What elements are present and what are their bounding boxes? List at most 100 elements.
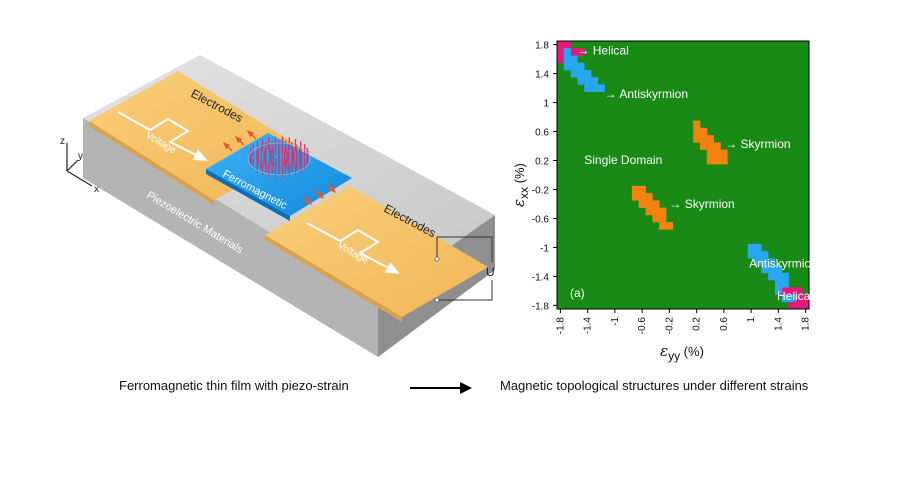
phase-cell-antiskyrmion <box>781 272 789 281</box>
phase-cell-antiskyrmion <box>774 280 783 288</box>
y-tick-label: -1.4 <box>532 272 550 283</box>
phase-cell-skyrmion <box>652 207 660 216</box>
u-label: U <box>486 265 495 279</box>
x-tick-label: 1.4 <box>773 317 784 331</box>
phase-cell-skyrmion <box>693 135 701 143</box>
phase-cell-helical <box>795 294 803 303</box>
phase-cell-antiskyrmion <box>761 265 769 274</box>
annotation-label: → Helical <box>577 43 628 57</box>
y-ticks: 1.81.410.60.2-0.2-0.6-1-1.4-1.8 <box>532 41 557 312</box>
phase-cell-antiskyrmion <box>768 272 776 281</box>
phase-cell-antiskyrmion <box>570 62 578 71</box>
phase-cell-skyrmion <box>706 156 714 165</box>
axis-y-label: y <box>78 151 83 162</box>
ferromagnetic-film <box>206 133 352 216</box>
phase-cell-antiskyrmion <box>754 258 762 266</box>
phase-cell-skyrmion <box>665 222 674 230</box>
phase-cell-antiskyrmion <box>577 62 585 71</box>
phase-cell-skyrmion <box>631 193 640 201</box>
phase-cell-helical <box>788 287 796 295</box>
phase-cell-skyrmion <box>706 149 714 158</box>
x-tick-label: -0.2 <box>664 317 675 335</box>
y-tick-label: -1 <box>540 243 549 254</box>
phase-cell-helical <box>795 301 803 310</box>
phase-cell-antiskyrmion <box>577 69 585 78</box>
phase-cell-antiskyrmion <box>597 84 605 93</box>
phase-cell-helical <box>570 48 578 56</box>
phase-cell-antiskyrmion <box>584 77 592 85</box>
caption-left: Ferromagnetic thin film with piezo-strai… <box>119 378 349 393</box>
phase-cell-helical <box>802 294 810 303</box>
phase-cell-skyrmion <box>700 142 708 150</box>
phase-cell-antiskyrmion <box>781 294 789 303</box>
phase-cell-antiskyrmion <box>747 243 755 252</box>
axis-x-label: x <box>94 184 99 195</box>
skyrmion-outline <box>247 142 311 176</box>
phase-cell-skyrmion <box>659 214 667 223</box>
annotation-label: Antiskyrmion ← <box>749 256 833 270</box>
phase-cell-antiskyrmion <box>761 258 769 266</box>
phase-diagram: → Helical→ Antiskyrmion→ SkyrmionSingle … <box>510 40 833 363</box>
phase-cell-skyrmion <box>645 193 653 201</box>
phase-cell-helical <box>795 287 803 295</box>
phase-cell-skyrmion <box>720 156 728 165</box>
strain-arrows <box>222 129 337 206</box>
x-axis-label: εyy (%) <box>660 342 704 363</box>
y-tick-label: -0.6 <box>532 214 550 225</box>
phase-cell-antiskyrmion <box>577 77 585 85</box>
phase-cell-skyrmion <box>638 185 646 194</box>
voltage-step-top <box>117 111 208 161</box>
phase-cell-skyrmion <box>638 200 646 208</box>
u-circuit <box>436 236 493 301</box>
phase-cell-skyrmion <box>713 142 721 150</box>
phase-cell-skyrmion <box>706 142 714 150</box>
phase-cell-skyrmion <box>700 127 708 136</box>
phase-cell-skyrmion <box>693 120 701 129</box>
x-tick-label: 1.8 <box>801 317 812 331</box>
y-tick-label: 1 <box>543 99 549 110</box>
y-tick-label: -0.2 <box>532 185 550 196</box>
phase-cell-antiskyrmion <box>570 69 578 78</box>
phase-cell-skyrmion <box>645 207 653 216</box>
phase-cell-antiskyrmion <box>570 55 578 64</box>
plot-frame <box>556 40 810 310</box>
phase-cell-helical <box>557 48 565 56</box>
phase-cell-skyrmion <box>713 149 721 158</box>
annotation-label: Helical ← <box>777 289 828 303</box>
annotation-label: → Antiskyrmion <box>605 87 688 101</box>
phase-cell-skyrmion <box>659 222 667 230</box>
phase-cell-helical <box>577 48 585 56</box>
phase-cell-skyrmion <box>700 135 708 143</box>
phase-cell-antiskyrmion <box>584 84 592 93</box>
voltage-step-bottom <box>306 222 400 274</box>
phase-cell-helical <box>563 41 571 49</box>
phase-cell-helical <box>557 55 565 64</box>
x-tick-label: -1 <box>610 317 621 326</box>
annotation-label: Single Domain <box>584 153 662 167</box>
phase-cell-helical <box>781 287 789 295</box>
annotation-label: → Skyrmion <box>725 137 790 151</box>
phase-cell-antiskyrmion <box>774 265 783 274</box>
phase-cell-antiskyrmion <box>591 77 599 85</box>
phase-cell-helical <box>788 301 796 310</box>
x-tick-label: 0.6 <box>719 317 730 331</box>
y-tick-label: 0.6 <box>535 128 549 139</box>
y-tick-label: 1.8 <box>535 41 549 52</box>
phase-cell-antiskyrmion <box>774 287 783 295</box>
y-axis-label: εxx (%) <box>510 163 531 207</box>
phase-cell-skyrmion <box>631 185 640 194</box>
phase-cell-antiskyrmion <box>563 48 571 56</box>
substrate-front <box>83 118 378 357</box>
right-arrow-icon <box>410 382 472 394</box>
phase-cell-skyrmion <box>706 135 714 143</box>
x-tick-label: -0.6 <box>637 317 648 335</box>
phase-cell-antiskyrmion <box>774 272 783 281</box>
caption-right: Magnetic topological structures under di… <box>500 378 809 393</box>
annotation-label: → Skyrmion <box>669 197 734 211</box>
panel-label: (a) <box>570 286 585 300</box>
x-tick-label: 0.2 <box>692 317 703 331</box>
phase-cell-skyrmion <box>713 156 721 165</box>
phase-cell-skyrmion <box>693 127 701 136</box>
